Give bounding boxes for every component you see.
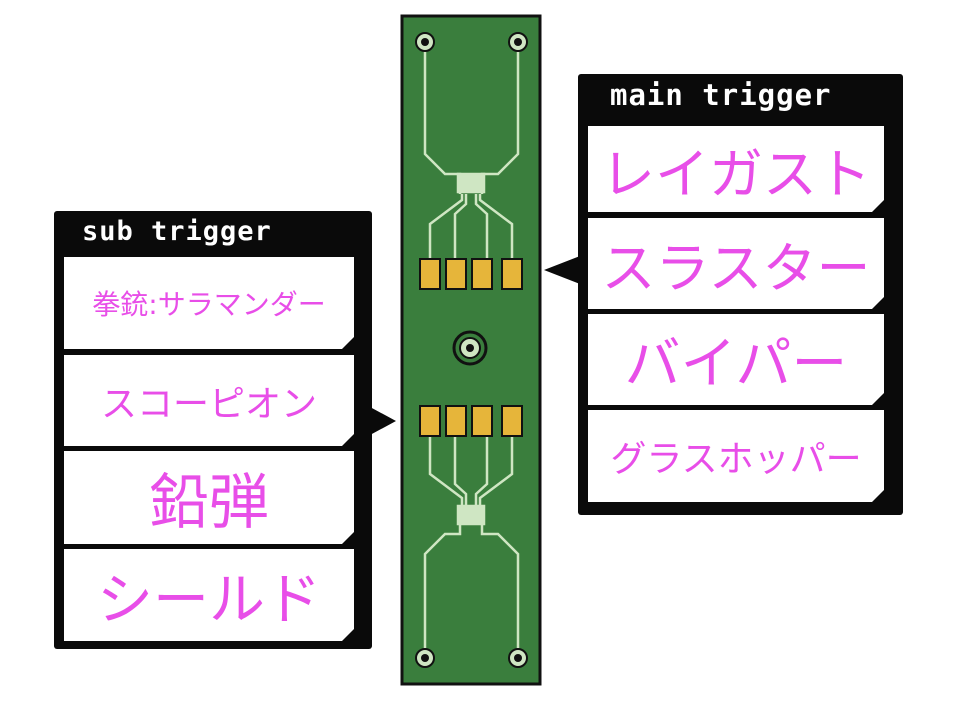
mounting-holes xyxy=(415,32,528,668)
chip-row-bottom xyxy=(419,405,523,437)
chip-row-top xyxy=(419,258,523,290)
sub-trigger-panel: sub trigger 拳銃:サラマンダー スコーピオン 鉛弾 シールド xyxy=(54,211,396,649)
main-trigger-slot-2[interactable]: スラスター xyxy=(588,218,884,309)
sub-trigger-pointer xyxy=(370,407,396,435)
circuit-board-graphic xyxy=(400,14,542,686)
circuit-traces xyxy=(423,42,520,654)
sub-trigger-slot-4[interactable]: シールド xyxy=(64,549,354,641)
sub-trigger-slot-2[interactable]: スコーピオン xyxy=(64,355,354,446)
sub-trigger-slot-1[interactable]: 拳銃:サラマンダー xyxy=(64,257,354,349)
main-trigger-panel: main trigger レイガスト スラスター バイパー グラスホッパー xyxy=(544,74,903,515)
main-trigger-slot-3[interactable]: バイパー xyxy=(588,314,884,405)
main-trigger-slot-1[interactable]: レイガスト xyxy=(588,126,884,212)
sub-trigger-title: sub trigger xyxy=(82,216,272,247)
main-trigger-pointer xyxy=(544,256,580,284)
main-trigger-title: main trigger xyxy=(610,78,832,112)
main-trigger-slot-4[interactable]: グラスホッパー xyxy=(588,410,884,502)
trigger-circuit-board xyxy=(400,14,542,686)
sub-trigger-slot-3[interactable]: 鉛弾 xyxy=(64,451,354,544)
